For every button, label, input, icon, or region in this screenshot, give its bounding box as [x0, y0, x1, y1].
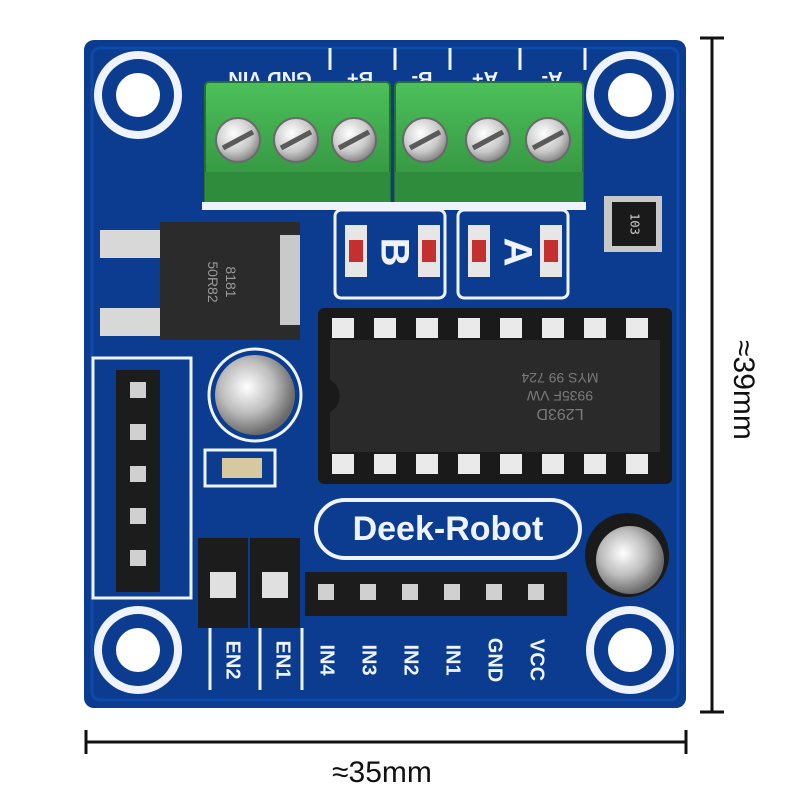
led-b-1	[345, 225, 367, 277]
pin-label-in3: IN3	[358, 644, 380, 675]
dimension-height: ≈39mm	[727, 340, 760, 440]
chip-text-line2: 9935F VW	[526, 388, 593, 404]
bottom-header-pin-4[interactable]	[444, 584, 460, 600]
channel-label-a: A	[495, 238, 539, 267]
pin-label-in1: IN1	[442, 644, 464, 675]
chip-pin-top-1	[332, 318, 354, 338]
chip-pin-bottom-3	[416, 454, 438, 474]
chip-pin-bottom-1	[332, 454, 354, 474]
chip-pin-bottom-8	[626, 454, 648, 474]
chip-pin-top-3	[416, 318, 438, 338]
left-header-pin-5[interactable]	[130, 550, 146, 566]
chip-pin-top-5	[500, 318, 522, 338]
left-pin-header	[91, 356, 193, 600]
brand-label-frame: Deek-Robot	[314, 498, 582, 560]
led-a-1	[468, 225, 490, 277]
left-header-pin-2[interactable]	[130, 424, 146, 440]
mounting-hole-top-right	[586, 51, 674, 139]
jumper-label-en1: EN1	[272, 641, 294, 680]
brand-label: Deek-Robot	[353, 510, 544, 548]
bottom-header-pin-6[interactable]	[528, 584, 544, 600]
channel-label-b: B	[372, 238, 416, 267]
pin-label-vcc: VCC	[526, 639, 548, 681]
chip-pin-top-8	[626, 318, 648, 338]
led-b-2	[418, 225, 440, 277]
chip-pin-top-7	[584, 318, 606, 338]
dimension-line-horizontal	[84, 730, 688, 754]
regulator-text-line2: 50R82	[205, 261, 221, 302]
jumper-en1	[250, 538, 300, 628]
motor-driver-chip: L293D 9935F VW MYS 99 724	[318, 308, 672, 484]
bottom-header-pin-3[interactable]	[402, 584, 418, 600]
bottom-header-pin-2[interactable]	[360, 584, 376, 600]
terminal-screw-1[interactable]	[215, 117, 261, 163]
terminal-screw-5[interactable]	[465, 117, 511, 163]
chip-pin-bottom-4	[458, 454, 480, 474]
pin-label-in2: IN2	[400, 644, 422, 675]
chip-pin-bottom-7	[584, 454, 606, 474]
terminal-screw-6[interactable]	[525, 117, 571, 163]
jumper-en2	[198, 538, 248, 628]
capacitor-right	[585, 513, 669, 597]
chip-pin-top-6	[542, 318, 564, 338]
chip-pin-bottom-6	[542, 454, 564, 474]
capacitor-left	[203, 347, 303, 488]
dimension-line-vertical	[700, 36, 724, 714]
bottom-header-pin-1[interactable]	[318, 584, 334, 600]
terminal-screw-2[interactable]	[273, 117, 319, 163]
chip-pin-bottom-5	[500, 454, 522, 474]
resistor-array-label: 103	[628, 213, 642, 235]
voltage-regulator: 8181 50R82	[100, 222, 300, 340]
terminal-screw-4[interactable]	[402, 117, 448, 163]
resistor-array: 103	[604, 196, 662, 252]
chip-text-line1: L293D	[536, 405, 583, 422]
chip-pin-top-4	[458, 318, 480, 338]
led-a-2	[540, 225, 562, 277]
left-header-pin-4[interactable]	[130, 508, 146, 524]
pin-label-in4: IN4	[316, 644, 338, 676]
left-header-pin-1[interactable]	[130, 382, 146, 398]
bottom-pin-header	[305, 572, 567, 616]
regulator-text-line1: 8181	[223, 266, 239, 297]
left-header-pin-3[interactable]	[130, 466, 146, 482]
terminal-screw-3[interactable]	[331, 117, 377, 163]
chip-pin-bottom-2	[374, 454, 396, 474]
jumper-label-en2: EN2	[222, 641, 244, 680]
mounting-hole-top-left	[94, 51, 182, 139]
mounting-hole-bottom-right	[586, 606, 674, 694]
dimension-width: ≈35mm	[332, 756, 432, 789]
pin-label-gnd: GND	[484, 638, 506, 682]
mounting-hole-bottom-left	[94, 606, 182, 694]
bottom-header-pin-5[interactable]	[486, 584, 502, 600]
chip-text-line3: MYS 99 724	[521, 370, 598, 386]
chip-pin-top-2	[374, 318, 396, 338]
